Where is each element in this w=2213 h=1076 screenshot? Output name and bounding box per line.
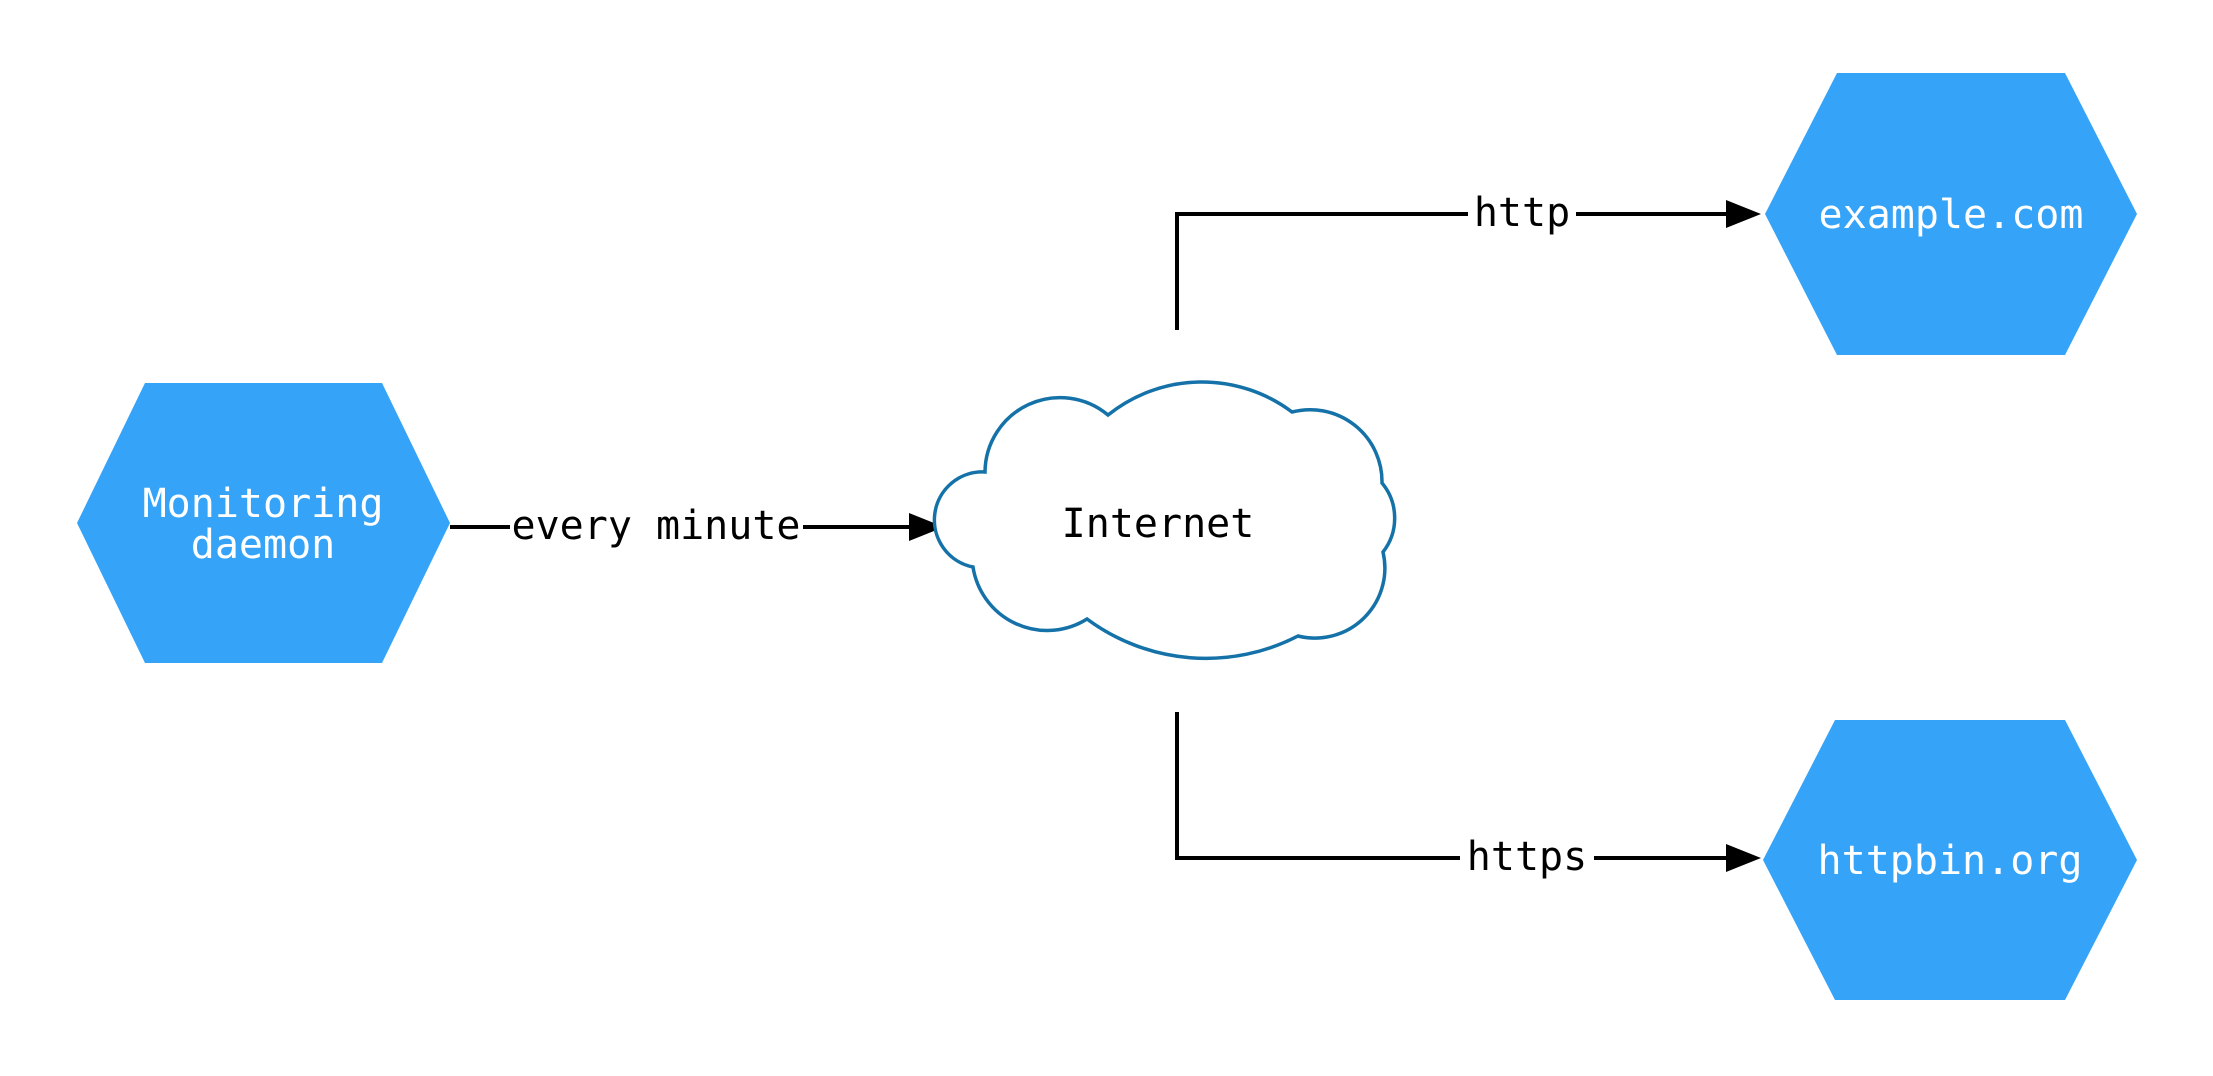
edge-label-every-minute: every minute bbox=[512, 503, 801, 549]
monitoring-daemon-hexagon bbox=[77, 383, 450, 663]
monitoring-daemon-label-line2: daemon bbox=[191, 522, 336, 568]
node-example-com: example.com bbox=[1765, 73, 2137, 355]
httpbin-org-label: httpbin.org bbox=[1818, 838, 2083, 884]
edge-elbow-segment bbox=[1175, 712, 1460, 860]
edge-label-https: https bbox=[1467, 834, 1587, 880]
arrowhead-icon bbox=[909, 513, 944, 541]
monitoring-daemon-label-line1: Monitoring bbox=[143, 481, 384, 527]
arrowhead-icon bbox=[1726, 200, 1761, 228]
node-monitoring-daemon: Monitoring daemon bbox=[77, 383, 450, 663]
edge-label-http: http bbox=[1474, 190, 1570, 236]
example-com-label: example.com bbox=[1819, 192, 2084, 238]
httpbin-org-hexagon bbox=[1763, 720, 2137, 1000]
edge-elbow-segment bbox=[1175, 212, 1468, 330]
arrowhead-icon bbox=[1726, 844, 1761, 872]
edge-internet-to-example: http bbox=[1175, 190, 1761, 330]
internet-cloud-shape bbox=[932, 380, 1397, 661]
example-com-hexagon bbox=[1765, 73, 2137, 355]
edge-internet-to-httpbin: https bbox=[1175, 712, 1761, 880]
node-httpbin-org: httpbin.org bbox=[1763, 720, 2137, 1000]
node-internet: Internet bbox=[932, 380, 1397, 661]
edge-monitoring-to-internet: every minute bbox=[450, 503, 944, 549]
internet-label: Internet bbox=[1062, 501, 1255, 547]
